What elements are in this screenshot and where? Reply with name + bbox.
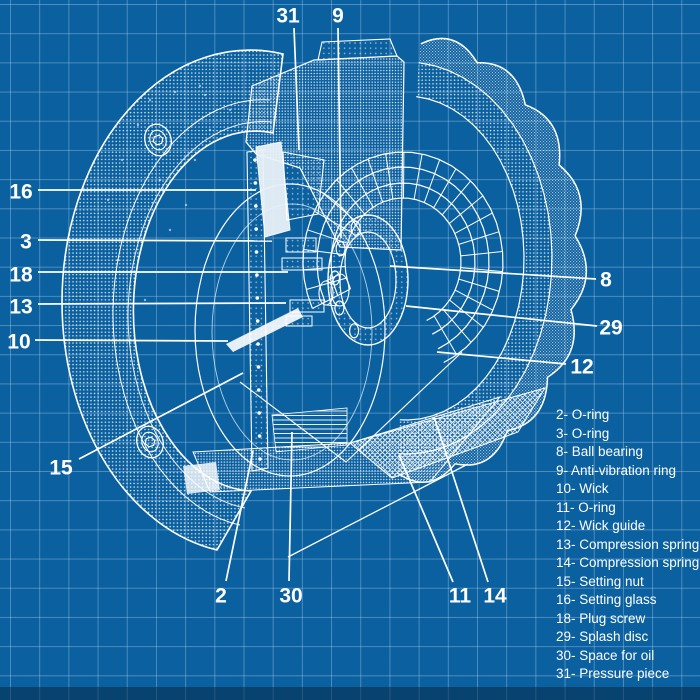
legend-item-18: 18- Plug screw	[556, 610, 646, 626]
leader-line-13	[37, 302, 287, 305]
leader-lines	[34, 27, 598, 583]
callout-15: 15	[49, 456, 73, 480]
callout-10: 10	[7, 330, 31, 354]
callout-18: 18	[9, 263, 33, 287]
legend-item-15: 15- Setting nut	[556, 573, 644, 589]
callout-30: 30	[279, 584, 303, 608]
legend-item-13: 13- Compression spring	[556, 536, 700, 552]
outer-case-band	[61, 49, 284, 551]
case-bottom-edge	[287, 463, 469, 558]
leader-line-11	[398, 454, 454, 583]
funnel-line-right	[345, 351, 463, 463]
callout-29: 29	[599, 316, 623, 340]
leader-line-3	[37, 239, 273, 242]
legend-item-10: 10- Wick	[556, 481, 609, 496]
bottom-band	[0, 687, 700, 700]
plate-foot	[183, 462, 220, 494]
legend-item-9: 9- Anti-vibration ring	[556, 462, 677, 478]
parts-legend: 2- O-ring 3- O-ring 8- Ball bearing 9- Anti…	[556, 406, 699, 684]
screw-boss-bottom	[136, 425, 164, 459]
center-mech-parts	[281, 237, 325, 327]
screw-boss-top	[144, 123, 172, 157]
leader-line-31	[293, 27, 300, 151]
wick	[226, 308, 303, 352]
leader-line-30	[288, 431, 293, 582]
leader-line-15	[78, 372, 244, 460]
legend-item-16: 16- Setting glass	[556, 592, 657, 607]
leader-line-12	[436, 351, 567, 365]
callout-14: 14	[483, 584, 507, 608]
callout-3: 3	[20, 230, 32, 254]
legend-item-11: 11- O-ring	[556, 499, 616, 515]
case-rim-arc-inner	[127, 121, 273, 509]
legend-item-3: 3- O-ring	[556, 425, 610, 441]
bolt-holes	[329, 220, 361, 339]
legend-item-29: 29- Splash disc	[556, 629, 649, 644]
legend-item-2: 2- O-ring	[556, 407, 610, 422]
callout-8: 8	[600, 268, 612, 292]
leader-line-2	[225, 450, 254, 582]
callout-2: 2	[215, 584, 227, 608]
legend-item-31: 31- Pressure piece	[556, 666, 670, 681]
rivets	[253, 158, 262, 461]
pressure-piece	[255, 141, 291, 238]
legend-item-12: 12- Wick guide	[556, 518, 646, 533]
callout-13: 13	[9, 295, 33, 319]
callout-11: 11	[448, 584, 472, 608]
stipple-spray	[106, 84, 232, 302]
leader-line-9	[337, 27, 342, 239]
pressure-side-panel	[282, 151, 325, 221]
callout-12: 12	[570, 355, 594, 379]
legend-item-30: 30- Space for oil	[556, 647, 655, 663]
leader-line-8	[389, 265, 597, 280]
splash-disc	[396, 37, 588, 483]
callout-16: 16	[9, 180, 33, 204]
callout-31: 31	[276, 4, 300, 28]
leader-line-29	[405, 305, 598, 327]
callout-9: 9	[332, 4, 344, 28]
leader-line-14	[433, 416, 489, 583]
leader-line-10	[34, 339, 229, 342]
legend-item-8: 8- Ball bearing	[556, 444, 644, 459]
legend-item-14: 14- Compression spring	[556, 555, 700, 570]
